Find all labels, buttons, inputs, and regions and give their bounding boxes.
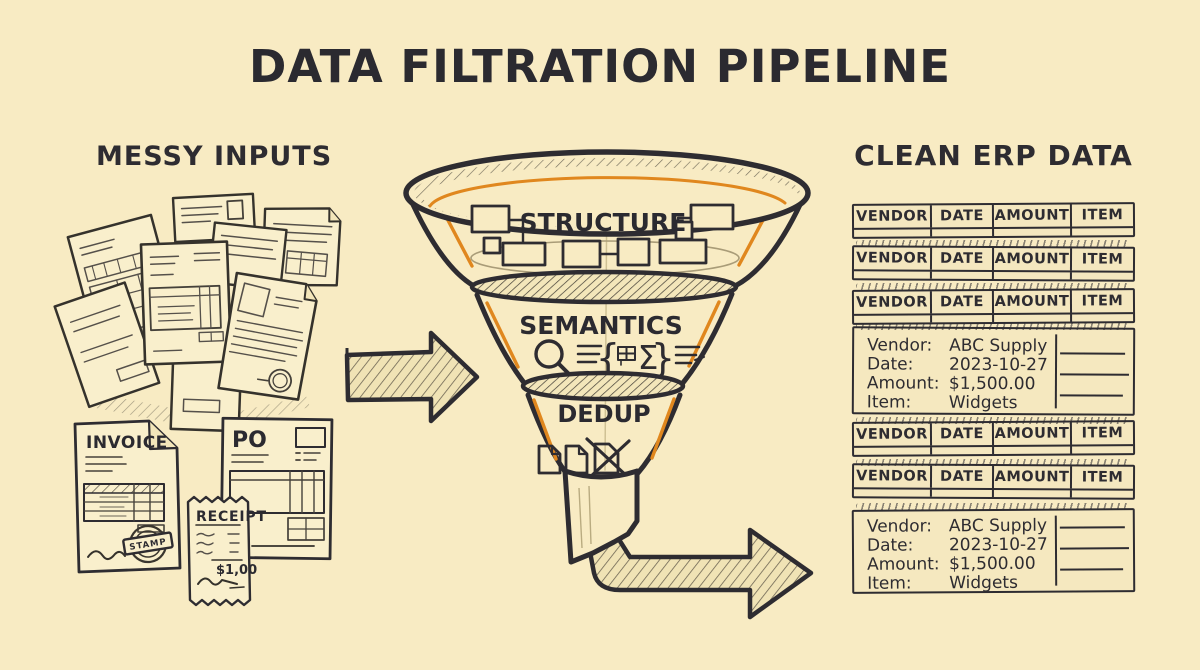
column-header-item: ITEM [1081, 251, 1124, 268]
record-label: Vendor: [867, 335, 933, 356]
erp-header-table: VENDOR DATE AMOUNT ITEM [851, 202, 1136, 239]
column-header-item: ITEM [1081, 469, 1124, 486]
record-value: ABC Supply [949, 335, 1048, 357]
scribble-line [196, 532, 215, 537]
clean-erp-data-heading: CLEAN ERP DATA [854, 139, 1133, 172]
column-header-date: DATE [931, 422, 995, 446]
column-header-vendor: VENDOR [853, 247, 933, 270]
column-header-vendor: VENDOR [853, 423, 933, 446]
funnel-band [520, 370, 686, 402]
erp-record-card: Vendor: ABC Supply Date: 2023-10-27 Amou… [851, 326, 1136, 416]
mini-table-icon [617, 346, 636, 366]
input-arrow-icon [344, 330, 480, 424]
hatched-separator [856, 323, 1130, 330]
erp-record-card: Vendor: ABC Supply Date: 2023-10-27 Amou… [851, 508, 1136, 594]
record-label: Amount: [866, 373, 940, 394]
record-row-date: Date: 2023-10-27 [866, 534, 1055, 556]
messy-inputs-heading: MESSY INPUTS [96, 141, 333, 172]
record-value: $1,500.00 [948, 373, 1036, 395]
record-label: Date: [866, 535, 914, 556]
column-header-item: ITEM [1081, 293, 1124, 310]
record-card-side-column [1055, 510, 1133, 590]
funnel-band [469, 269, 739, 305]
invoice-document: INVOICE STAMP [73, 419, 182, 574]
column-header-vendor: VENDOR [853, 205, 933, 228]
column-header-amount: AMOUNT [993, 466, 1073, 489]
column-header-date: DATE [931, 204, 995, 228]
record-row-amount: Amount: $1,500.00 [867, 553, 1055, 575]
document-sketch [217, 271, 318, 401]
column-header-date: DATE [931, 465, 995, 489]
funnel-stage-structure-label: STRUCTURE [520, 208, 687, 237]
flowchart-boxes-icon [470, 203, 735, 269]
funnel: STRUCTURE SEMANTICS { Σ } [403, 149, 811, 481]
scribble-line [196, 541, 214, 546]
receipt-label: RECEIPT [196, 509, 267, 525]
erp-tables-panel: VENDOR DATE AMOUNT ITEM VENDOR DATE AMOU… [851, 202, 1136, 603]
funnel-stage-semantics-label: SEMANTICS [519, 311, 682, 340]
record-row-vendor: Vendor: ABC Supply [866, 515, 1055, 537]
stamp-icon: STAMP [122, 524, 174, 564]
record-label: Date: [866, 354, 914, 375]
column-header-item: ITEM [1081, 207, 1124, 224]
record-label: Vendor: [866, 516, 933, 537]
funnel-spout [562, 468, 640, 565]
hatched-separator [856, 503, 1130, 510]
record-value: 2023-10-27 [948, 354, 1048, 376]
record-row-amount: Amount: $1,500.00 [866, 373, 1055, 395]
hatched-separator [856, 240, 1130, 247]
document-sketch [139, 240, 233, 366]
record-row-vendor: Vendor: ABC Supply [867, 335, 1055, 357]
erp-header-table: VENDOR DATE AMOUNT ITEM [851, 420, 1136, 457]
signature-squiggle [87, 550, 126, 560]
record-value: 2023-10-27 [948, 534, 1048, 556]
column-header-date: DATE [931, 247, 995, 271]
column-header-vendor: VENDOR [853, 465, 933, 488]
receipt-document: RECEIPT $1,00 [186, 495, 267, 607]
record-label: Amount: [867, 554, 940, 575]
receipt-signature-squiggle [197, 577, 238, 586]
magnifier-icon [534, 339, 572, 377]
erp-header-table: VENDOR DATE AMOUNT ITEM [851, 245, 1136, 282]
erp-header-table: VENDOR DATE AMOUNT ITEM [851, 288, 1136, 325]
brace-close-glyph: } [651, 336, 675, 380]
record-value: ABC Supply [948, 515, 1048, 537]
record-row-item: Item: Widgets [866, 392, 1055, 414]
po-label: PO [232, 428, 267, 453]
duplicate-docs-crossed-icon [537, 437, 632, 481]
hatched-separator [856, 459, 1130, 466]
record-card-side-column [1055, 329, 1133, 413]
text-lines-icon [576, 344, 603, 364]
erp-header-table: VENDOR DATE AMOUNT ITEM [851, 463, 1136, 500]
record-row-date: Date: 2023-10-27 [866, 354, 1055, 376]
column-header-vendor: VENDOR [853, 291, 933, 314]
column-header-date: DATE [931, 290, 995, 314]
record-value: Widgets [949, 572, 1018, 594]
column-header-amount: AMOUNT [993, 290, 1073, 313]
column-header-amount: AMOUNT [993, 204, 1073, 227]
hatched-separator [856, 417, 1130, 424]
column-header-item: ITEM [1081, 425, 1124, 442]
sigma-glyph: Σ [638, 338, 659, 377]
column-header-amount: AMOUNT [993, 422, 1073, 445]
column-header-amount: AMOUNT [993, 248, 1073, 271]
record-value: Widgets [948, 392, 1018, 414]
invoice-label: INVOICE [86, 433, 168, 453]
record-value: $1,500.00 [949, 553, 1036, 575]
text-lines-icon [674, 345, 705, 365]
hatched-separator [856, 283, 1130, 290]
funnel-stage-dedup-label: DEDUP [557, 400, 650, 428]
receipt-total: $1,00 [216, 563, 257, 578]
document-sketch [53, 281, 161, 409]
record-row-item: Item: Widgets [867, 572, 1055, 594]
scribble-line [196, 550, 213, 555]
page-title: DATA FILTRATION PIPELINE [248, 40, 952, 93]
messy-document-pile-icon [53, 192, 342, 433]
record-label: Item: [866, 392, 912, 413]
output-arrow-icon [587, 527, 814, 620]
record-label: Item: [867, 573, 912, 594]
